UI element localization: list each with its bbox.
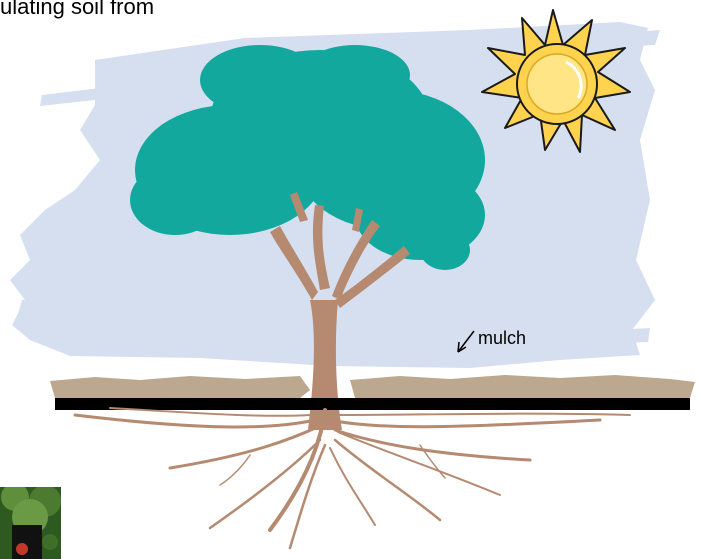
caption-text: ulating soil from bbox=[0, 0, 154, 20]
tree-roots bbox=[75, 408, 630, 548]
mulch-label: mulch bbox=[478, 328, 526, 349]
garden-photo-thumbnail bbox=[0, 487, 61, 559]
soil-line bbox=[55, 398, 690, 410]
mulch-layer bbox=[50, 375, 695, 398]
